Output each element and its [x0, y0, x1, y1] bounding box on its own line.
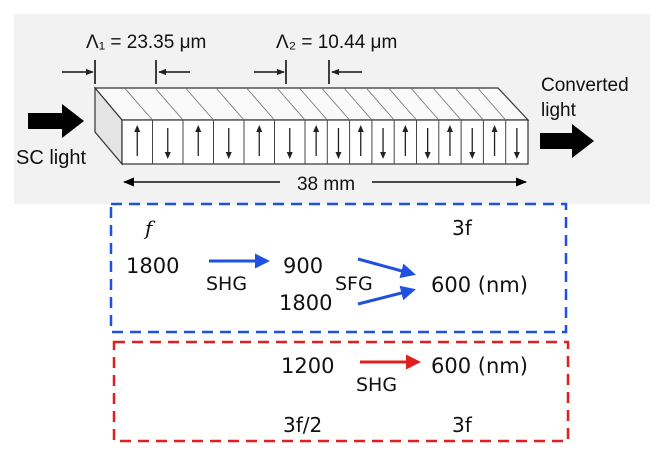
domain-wall-top — [124, 87, 153, 121]
wl-sfg-partner-1800: 1800 — [279, 291, 332, 315]
domain-wall-top — [432, 87, 462, 121]
period1-marker — [62, 60, 190, 84]
process-sfg: SFG — [335, 273, 373, 295]
domain-up-arrow-icon — [313, 125, 320, 156]
domain-down-arrow-icon — [469, 128, 476, 159]
domain-up-arrow-icon — [491, 125, 498, 156]
wl-output-600-direct: 600 (nm) — [431, 354, 528, 378]
domain-down-arrow-icon — [286, 128, 293, 159]
domain-wall-top — [215, 87, 245, 121]
domain-down-arrow-icon — [335, 128, 342, 159]
domain-up-arrow-icon — [446, 125, 453, 156]
period2-marker — [254, 60, 362, 84]
length-label: 38 mm — [297, 174, 355, 195]
label-f: f — [143, 216, 156, 240]
domain-wall-top — [298, 87, 328, 121]
domain-wall-top — [455, 87, 484, 121]
domain-up-arrow-icon — [357, 125, 364, 156]
label-3f-top: 3f — [452, 216, 473, 240]
period1-label: Λ₁ = 23.35 μm — [86, 32, 206, 53]
output-label-line1: Converted — [541, 75, 629, 96]
domain-down-arrow-icon — [225, 128, 232, 159]
domain-down-arrow-icon — [164, 128, 171, 159]
domain-wall-top — [276, 87, 306, 121]
direct-box — [112, 340, 570, 443]
domain-wall-top — [388, 87, 417, 121]
period2-label: Λ₂ = 10.44 μm — [276, 32, 397, 53]
domain-down-arrow-icon — [424, 128, 431, 159]
domain-down-arrow-icon — [513, 128, 520, 159]
wl-input-1200: 1200 — [281, 354, 334, 378]
wl-output-600-cascade: 600 (nm) — [431, 273, 528, 297]
direct-process-shg: SHG — [356, 374, 397, 396]
input-label: SC light — [16, 147, 86, 169]
domain-up-arrow-icon — [195, 125, 202, 156]
domain-arrows — [134, 125, 520, 159]
domain-wall-top — [410, 87, 440, 121]
wl-input-1800: 1800 — [126, 254, 179, 278]
cascade-box — [109, 202, 568, 334]
crystal-top-face — [93, 87, 530, 121]
domain-up-arrow-icon — [256, 125, 263, 156]
domain-down-arrow-icon — [380, 128, 387, 159]
domain-up-arrow-icon — [134, 125, 141, 156]
sfg-arrow-upper — [357, 257, 416, 279]
domain-wall-top — [477, 87, 507, 121]
label-3f-bottom: 3f — [452, 413, 473, 437]
sfg-arrow-lower — [357, 285, 416, 306]
domain-wall-top — [365, 87, 395, 121]
domain-wall-top — [246, 87, 275, 121]
domain-walls — [124, 87, 507, 164]
domain-wall-top — [343, 87, 373, 121]
domain-wall-top — [185, 87, 214, 121]
input-arrow-icon — [28, 104, 84, 138]
domain-wall-top — [321, 87, 350, 121]
process-shg: SHG — [206, 273, 247, 295]
output-arrow-icon — [540, 124, 594, 158]
domain-wall-top — [154, 87, 184, 121]
ppln-crystal — [93, 86, 530, 166]
output-label-line2: light — [541, 100, 577, 121]
wl-shg-900: 900 — [283, 254, 323, 278]
domain-up-arrow-icon — [402, 125, 409, 156]
crystal-front-face — [121, 119, 529, 165]
label-3f-half: 3f/2 — [283, 413, 322, 437]
